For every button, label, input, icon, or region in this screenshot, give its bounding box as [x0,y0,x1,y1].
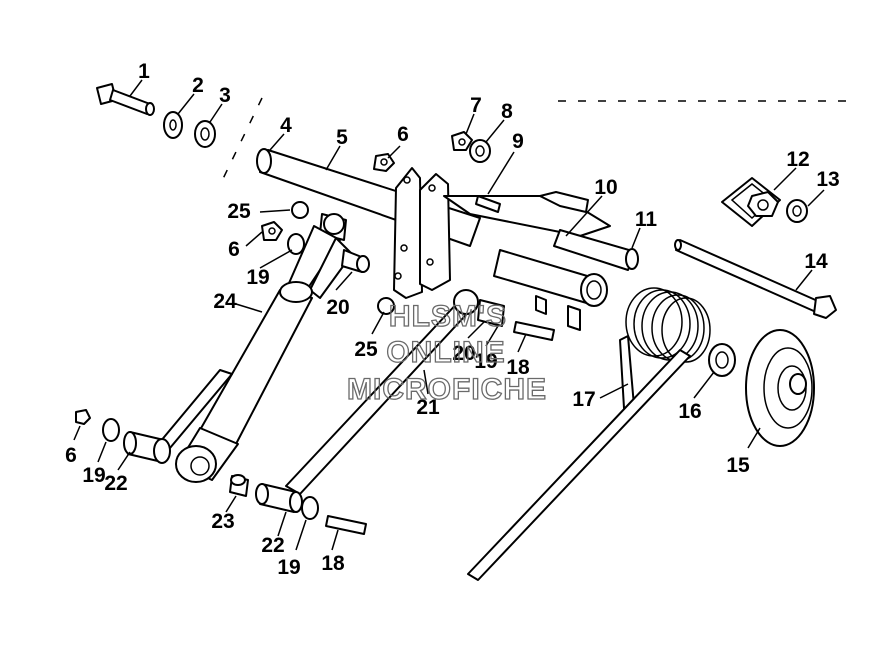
callout-18-upper: 18 [506,356,530,379]
part-nut-7 [451,131,473,151]
callout-11: 11 [635,208,658,231]
part-washer-19-left [287,233,305,255]
part-nut-6-left [261,221,283,241]
callout-labels: 1 2 3 4 5 6 6 6 7 8 9 10 11 12 13 14 15 … [65,60,840,579]
callout-19-left: 19 [246,266,269,289]
part-washer-19-lower-right [301,496,319,520]
callout-18-lower: 18 [321,552,345,575]
callout-9: 9 [512,130,524,153]
callout-22-left: 22 [104,472,127,495]
part-pin-18-lower [325,515,367,535]
part-torsion-spring-17 [467,287,711,581]
part-bushing-22-right [255,483,303,513]
part-pin-9 [475,195,501,213]
watermark: HLSM'S ONLINE MICROFICHE [346,299,547,406]
callout-14: 14 [804,250,828,273]
callout-17: 17 [572,388,595,411]
callout-10: 10 [594,176,617,199]
part-bushing-22-left [123,431,171,464]
watermark-line-2: ONLINE [386,336,505,369]
part-washer-16 [708,343,736,377]
callout-2: 2 [192,74,204,97]
part-bushing-20-right [477,299,505,327]
callout-6-lower: 6 [65,444,77,467]
callout-21: 21 [416,396,440,419]
callout-24: 24 [213,290,237,313]
watermark-line-1: HLSM'S [389,300,507,333]
part-lower-arm-21 [285,289,479,495]
reference-lines [219,97,858,186]
callout-6-left: 6 [228,238,240,261]
part-washer-8 [469,139,491,163]
callout-19-lower-left: 19 [82,464,105,487]
part-washer-3 [194,120,216,148]
part-bolt-1 [96,83,155,116]
callout-12: 12 [786,148,809,171]
part-washer-2 [163,111,183,139]
callout-19-center: 19 [474,350,497,373]
callout-16: 16 [678,400,701,423]
leader-lines [73,79,825,551]
callout-20-center: 20 [452,342,475,365]
callout-5: 5 [336,126,348,149]
callout-19-lower-right: 19 [277,556,300,579]
part-bushing-25 [377,297,395,315]
callout-20-left: 20 [326,296,349,319]
part-shock-24 [159,281,313,483]
part-pin-18-upper [513,321,555,341]
part-washer-19-lower-left [102,418,120,442]
callout-8: 8 [501,100,513,123]
callout-7: 7 [470,94,482,117]
callout-22-right: 22 [261,534,284,557]
callout-4: 4 [280,114,292,137]
callout-25-top: 25 [227,200,251,223]
callout-13: 13 [816,168,839,191]
callout-3: 3 [219,84,231,107]
callout-1: 1 [138,60,150,83]
part-washer-13 [786,199,808,223]
callout-15: 15 [726,454,750,477]
part-nut-6-lower [75,409,91,425]
callout-6-top: 6 [397,123,409,146]
part-bracket-plates [393,167,451,299]
watermark-line-3: MICROFICHE [347,373,547,406]
part-nut-6 [373,153,395,172]
callout-23: 23 [211,510,234,533]
part-block-12 [721,177,781,227]
part-long-bolt-14 [674,239,837,319]
part-idler-wheel-15 [745,329,815,447]
callout-25-center: 25 [354,338,378,361]
